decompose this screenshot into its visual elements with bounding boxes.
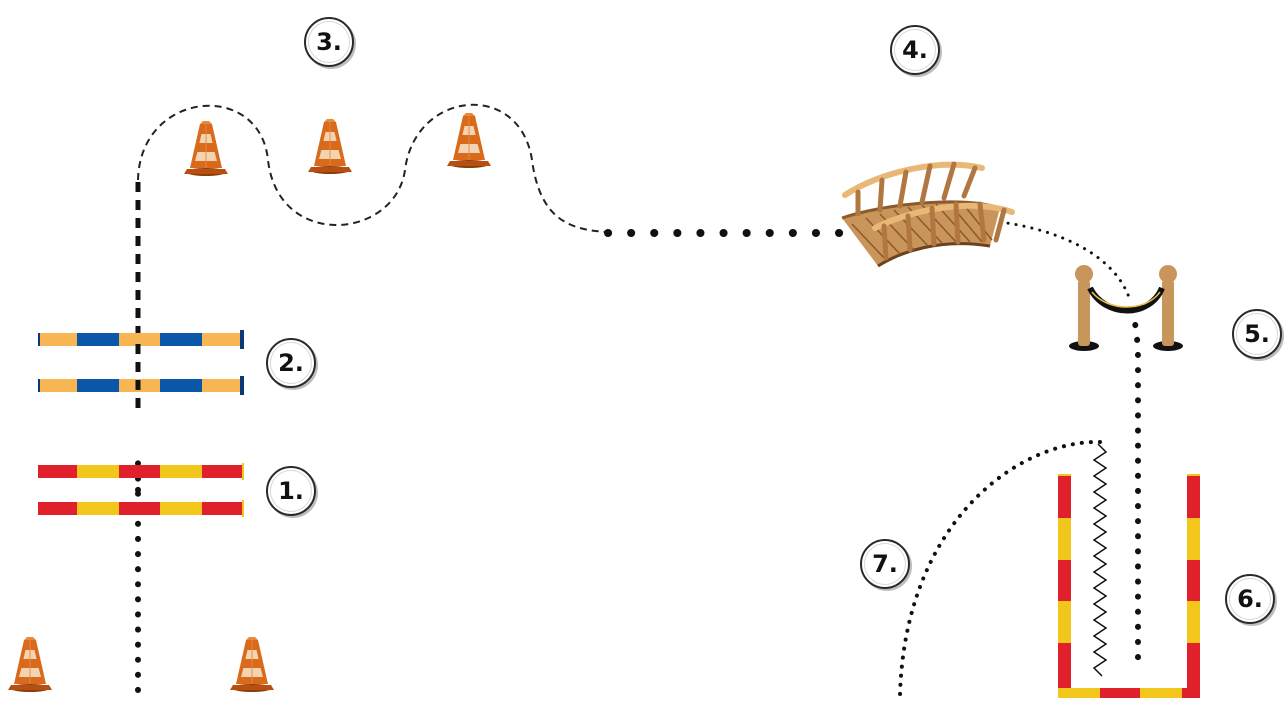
traffic-cone-icon xyxy=(229,636,275,693)
station-badge-3: 3. xyxy=(304,17,354,67)
route-slalom-wave xyxy=(137,103,609,233)
pole-blue-bottom xyxy=(38,376,244,395)
traffic-cone-icon xyxy=(446,112,492,169)
route-arc-7 xyxy=(898,439,1102,697)
vertical-poles-6 xyxy=(1058,474,1200,700)
station-badge-1: 1. xyxy=(266,466,316,516)
pole-blue-top xyxy=(38,330,244,349)
rope-stanchion-icon xyxy=(1069,265,1183,351)
station-badge-5: 5. xyxy=(1232,309,1282,359)
course-route xyxy=(135,103,1141,697)
route-zigzag xyxy=(1092,443,1108,677)
traffic-cone-icon xyxy=(183,120,229,177)
poles-jump-2 xyxy=(38,330,244,395)
route-bridge-to-gate xyxy=(998,220,1132,302)
traffic-cone-icon xyxy=(307,118,353,175)
wooden-bridge-icon xyxy=(841,161,1015,268)
route-to-poles xyxy=(1130,307,1141,665)
pole-red-bottom xyxy=(38,500,244,517)
station-badge-7: 7. xyxy=(860,539,910,589)
station-badge-2: 2. xyxy=(266,338,316,388)
station-badge-6: 6. xyxy=(1225,574,1275,624)
station-badge-4: 4. xyxy=(890,25,940,75)
pole-red-top xyxy=(38,463,244,480)
poles-jump-1 xyxy=(38,463,244,517)
traffic-cone-icon xyxy=(7,636,53,693)
